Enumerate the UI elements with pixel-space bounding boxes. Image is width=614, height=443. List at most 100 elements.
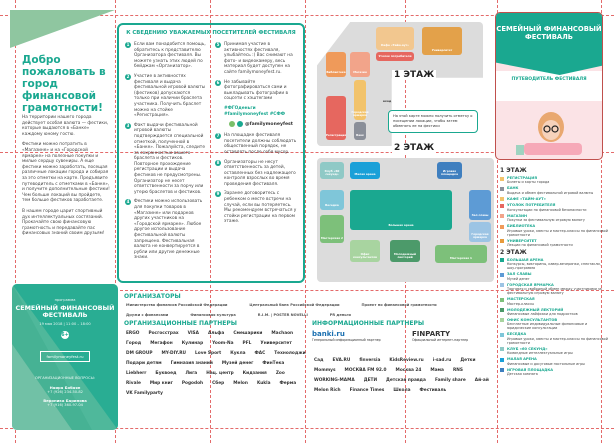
partner-logo: Альфа	[207, 331, 225, 336]
map-room[interactable]: Университет	[422, 27, 462, 55]
legend-swatch	[500, 357, 504, 362]
welcome-title: Добро пожаловать в город финансовой грам…	[22, 54, 106, 114]
map-room[interactable]: Офис консультантов	[350, 240, 380, 262]
internet-partner-role: Официальный интернет-партнер	[412, 338, 469, 342]
partner-logo: Kukla	[256, 381, 271, 386]
contact-name: Вероника Баринова	[43, 398, 87, 403]
map-room[interactable]: Молодежный лекторий	[390, 240, 420, 262]
map-room[interactable]: Зал славы	[469, 190, 491, 220]
site-link[interactable]: familymoneyfest.ru	[40, 351, 90, 362]
legend-name: БОЛЬШАЯ АРЕНА	[507, 257, 544, 262]
org-label: ОРГАНИЗАЦИОННЫЕ ВОПРОСЫ:	[35, 376, 95, 380]
legend-swatch	[500, 239, 504, 244]
partner-logo: PFL	[242, 341, 252, 346]
legend-swatch	[500, 318, 504, 323]
map-room[interactable]: Городская ярмарка	[469, 222, 491, 242]
legend-name: БИБЛИОТЕКА	[507, 224, 536, 229]
map-room[interactable]: Игровая площадка	[437, 162, 462, 179]
legend-text: КАФЕ «ТАЙМ-АУТ»	[507, 197, 546, 202]
map-room[interactable]: Кафе «Тайм-аут»	[376, 27, 414, 50]
partner-logo: Росгосстрах	[148, 331, 179, 336]
social-links: @familymoneyfest	[229, 121, 297, 128]
partners-title: ОРГАНИЗАЦИОННЫЕ ПАРТНЕРЫ	[124, 320, 237, 327]
general-partner: banki.ru Генеральный информационный парт…	[312, 330, 402, 342]
welcome-paragraph: Фестики можно потратить в «Магазине» и н…	[22, 142, 110, 204]
partner-logo: Дружи с финансами	[126, 313, 169, 317]
partner-logo: Zoo	[275, 371, 285, 376]
fold-line	[115, 290, 614, 291]
contact-phone: +7 (916) 360-97-04	[47, 403, 83, 407]
fold-line	[15, 0, 16, 443]
map-room[interactable]: Уголок потребителя	[376, 52, 414, 61]
legend-desc: Торговля и свободный обмен между участни…	[507, 287, 602, 296]
legend-desc: Выдача и обмен фестивальной игровой валю…	[507, 190, 594, 195]
map-room[interactable]: Библиотека	[326, 52, 346, 77]
partner-logo: Кидзания	[242, 371, 267, 376]
legend-name: УНИВЕРСИТЕТ	[507, 238, 537, 243]
partner-logo: Музей денег	[221, 361, 254, 366]
social-handle[interactable]: @familymoneyfest	[245, 121, 293, 127]
map-room[interactable]: Городская ярмарка	[351, 80, 369, 120]
legend-desc: Детская комната	[507, 372, 538, 376]
partner-logo: Melon	[233, 381, 248, 386]
partner-logo: PR деньги	[329, 313, 351, 317]
map-room[interactable]: Мастерская 1	[435, 245, 487, 263]
internet-partner-logo: FINPARTY	[412, 330, 451, 338]
legend-name: ИГРОВАЯ ПЛОЩАДКА	[507, 367, 554, 372]
partner-logo: ФинТека	[262, 361, 285, 366]
partner-logo: Mommys	[314, 368, 336, 373]
legend-swatch	[500, 258, 504, 263]
map-room[interactable]: Регистрация	[326, 96, 346, 140]
facebook-icon[interactable]	[237, 121, 243, 128]
map-room[interactable]: Банк	[354, 122, 366, 140]
map-room[interactable]: Мастерская 2	[320, 215, 344, 243]
legend-swatch	[500, 297, 504, 302]
partner-logo: МОСКВА FM 92.0	[344, 368, 387, 373]
partner-logo: Детская правда	[386, 378, 426, 383]
partner-logo: Мама	[430, 368, 444, 373]
partner-logo: Нац. центр	[206, 371, 234, 376]
partner-logo: Yoom-Na	[212, 341, 234, 346]
rule-text: Принимая участие в активностях фестиваля…	[224, 42, 293, 75]
partner-logo: ERGO	[126, 331, 140, 336]
vk-icon[interactable]	[229, 121, 235, 128]
map-room[interactable]: Большая арена	[350, 190, 452, 230]
legend-name: МАГАЗИН	[507, 213, 527, 218]
age-badge: 6+	[61, 331, 69, 339]
welcome-paragraph: На территории нашего города действует ос…	[22, 115, 109, 137]
rule-number: 7	[215, 133, 221, 140]
legend-desc: Конкурсы, викторины, кавер-вечеринки, сп…	[507, 262, 601, 271]
floor1-label: 1 ЭТАЖ	[392, 70, 437, 80]
map-room[interactable]: Малая арена	[350, 162, 380, 179]
contact-phone: +7 (926) 234-50-82	[47, 390, 83, 394]
legend-swatch	[500, 197, 504, 202]
map-note: На этой карте можно получить отметку о п…	[388, 110, 478, 133]
organizer-logos: Министерство финансов Российской Федерац…	[124, 302, 496, 318]
map-room[interactable]: Клуб «60 секунд»	[320, 162, 344, 179]
rule-text: На площадке фестиваля посетители должны …	[224, 133, 297, 155]
map-room[interactable]: Беседка	[320, 190, 344, 210]
legend-swatch	[500, 283, 504, 288]
legend-swatch	[500, 308, 504, 313]
partner-logo: Министерство финансов Российской Федерац…	[126, 303, 228, 307]
legend-swatch	[500, 347, 504, 352]
partner-logo: Finance Times	[349, 388, 385, 393]
rule-number: 9	[215, 191, 221, 198]
partner-logo: WORKING-MAMA	[314, 378, 355, 383]
info-partners-title: ИНФОРМАЦИОННЫЕ ПАРТНЕРЫ	[312, 320, 425, 327]
partner-logo: Pogodoh	[181, 381, 204, 386]
map-room[interactable]: Магазин	[350, 52, 370, 77]
